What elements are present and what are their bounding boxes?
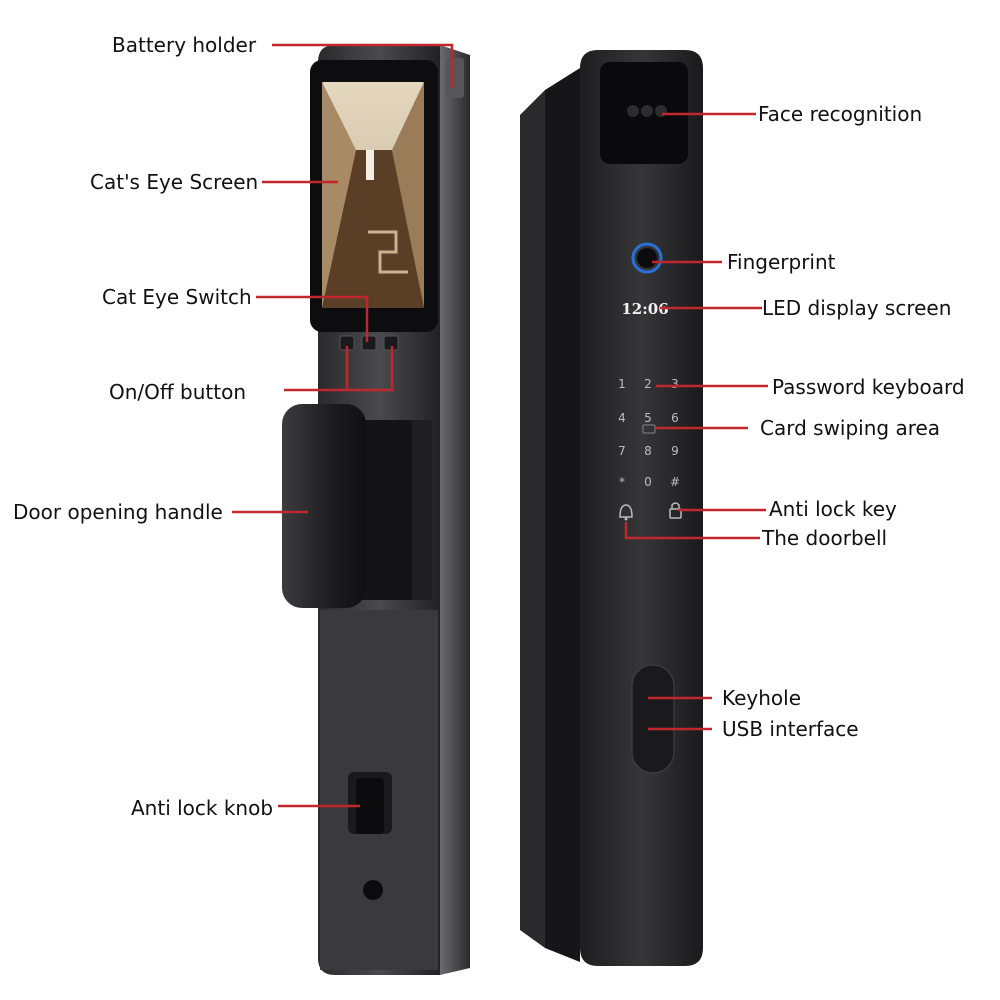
lock-icon[interactable] (669, 502, 682, 519)
keypad-key[interactable]: 6 (671, 411, 679, 425)
callout-battery-holder (272, 43, 454, 88)
label-led-display-screen: LED display screen (762, 296, 952, 320)
face-recognition-module (600, 62, 688, 164)
label-password-keyboard: Password keyboard (772, 375, 965, 399)
keypad-key[interactable]: 7 (618, 444, 626, 458)
keyhole-cover[interactable] (631, 664, 675, 774)
anti-lock-knob[interactable] (348, 772, 392, 834)
label-door-opening-handle: Door opening handle (13, 500, 223, 524)
label-face-recognition: Face recognition (758, 102, 923, 126)
label-fingerprint: Fingerprint (727, 250, 836, 274)
label-keyhole: Keyhole (722, 686, 802, 710)
label-anti-lock-key: Anti lock key (769, 497, 897, 521)
password-keyboard[interactable]: 1 2 3 4 5 6 7 8 9 * 0 # (618, 377, 680, 489)
label-battery-holder: Battery holder (112, 33, 257, 57)
label-cats-eye-screen: Cat's Eye Screen (90, 170, 259, 194)
callout-lines (232, 43, 768, 808)
label-the-doorbell: The doorbell (762, 526, 888, 550)
battery-holder (446, 58, 464, 98)
keypad-key[interactable]: # (670, 475, 680, 489)
label-anti-lock-knob: Anti lock knob (131, 796, 274, 820)
keypad-key[interactable]: 8 (644, 444, 652, 458)
keypad-key[interactable]: 1 (618, 377, 626, 391)
keypad-key[interactable]: 0 (644, 475, 652, 489)
fingerprint-sensor[interactable] (631, 242, 663, 274)
label-card-swiping-area: Card swiping area (760, 416, 941, 440)
left-lock-panel (282, 45, 470, 975)
callout-on-off-button (284, 346, 394, 392)
callout-cat-eye-switch (256, 295, 369, 342)
label-cat-eye-switch: Cat Eye Switch (102, 285, 252, 309)
keypad-key[interactable]: 3 (671, 377, 679, 391)
keypad-key[interactable]: 4 (618, 411, 626, 425)
keypad-key[interactable]: * (619, 475, 625, 489)
card-swiping-area (642, 424, 656, 434)
keypad-key[interactable]: 2 (644, 377, 652, 391)
cats-eye-screen (322, 82, 424, 308)
callout-the-doorbell (624, 522, 760, 540)
label-usb-interface: USB interface (722, 717, 859, 741)
led-display: 12:06 (621, 300, 668, 318)
keypad-key[interactable]: 9 (671, 444, 679, 458)
label-on-off-button: On/Off button (109, 380, 247, 404)
doorbell-icon[interactable] (619, 504, 633, 521)
key-cylinder-hole (363, 880, 383, 900)
cat-eye-switch-button[interactable] (361, 335, 377, 351)
right-lock-panel: 12:06 1 2 3 4 5 6 7 8 9 * 0 # (520, 50, 703, 966)
door-opening-handle[interactable] (282, 404, 366, 608)
keypad-key[interactable]: 5 (644, 411, 652, 425)
